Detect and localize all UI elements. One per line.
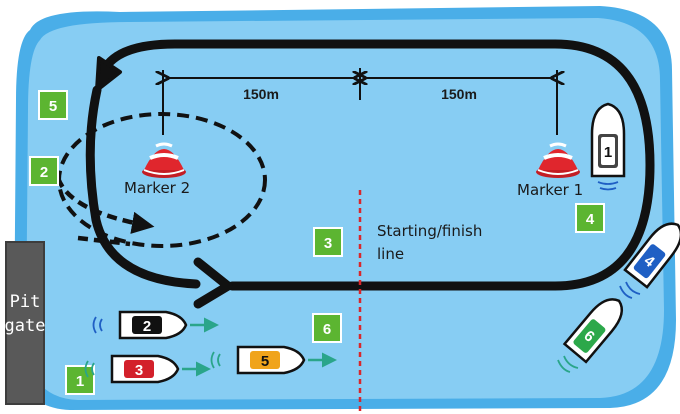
- pit-gate-label-1: Pit: [10, 292, 41, 312]
- boat-1: 1: [590, 102, 626, 178]
- dashed-approach-upper: [55, 177, 155, 234]
- svg-text:3: 3: [324, 235, 332, 252]
- turn-arrowhead: [95, 56, 122, 92]
- boat-2: 2: [118, 310, 188, 340]
- finish-arrowhead: [193, 257, 233, 309]
- distance-label-left: 150m: [243, 86, 279, 102]
- pit-gate-label-2: gate: [5, 316, 46, 336]
- badge-4: 4: [575, 203, 605, 233]
- svg-text:3: 3: [135, 362, 143, 379]
- finish-line-label-2: line: [377, 245, 404, 263]
- boat-5: 5: [236, 345, 306, 375]
- svg-text:2: 2: [143, 318, 151, 335]
- badge-3: 3: [313, 227, 343, 257]
- svg-text:5: 5: [49, 98, 57, 115]
- boat-3: 3: [110, 354, 180, 384]
- badge-6: 6: [312, 313, 342, 343]
- water-inner: [26, 18, 664, 400]
- pit-gate: [6, 242, 44, 404]
- distance-label-right: 150m: [441, 86, 477, 102]
- course-left-turn: [85, 85, 201, 289]
- svg-text:2: 2: [40, 164, 48, 181]
- svg-text:5: 5: [261, 353, 269, 370]
- badge-5: 5: [38, 90, 68, 120]
- marker-2-buoy-icon: [142, 142, 186, 178]
- svg-text:6: 6: [323, 321, 331, 338]
- marker-1-label: Marker 1: [517, 181, 583, 199]
- marker-1-buoy-icon: [536, 142, 580, 178]
- boat-4: 4: [623, 222, 680, 289]
- marker-2-label: Marker 2: [124, 179, 190, 197]
- dashed-approach-lower: [77, 235, 131, 247]
- course-oval: [99, 39, 655, 291]
- svg-text:1: 1: [76, 373, 84, 390]
- badge-2: 2: [29, 156, 59, 186]
- svg-text:1: 1: [604, 144, 612, 161]
- boat-6: 6: [562, 298, 624, 364]
- finish-line-label-1: Starting/finish: [377, 222, 482, 240]
- badge-1: 1: [65, 365, 95, 395]
- svg-text:4: 4: [586, 211, 595, 228]
